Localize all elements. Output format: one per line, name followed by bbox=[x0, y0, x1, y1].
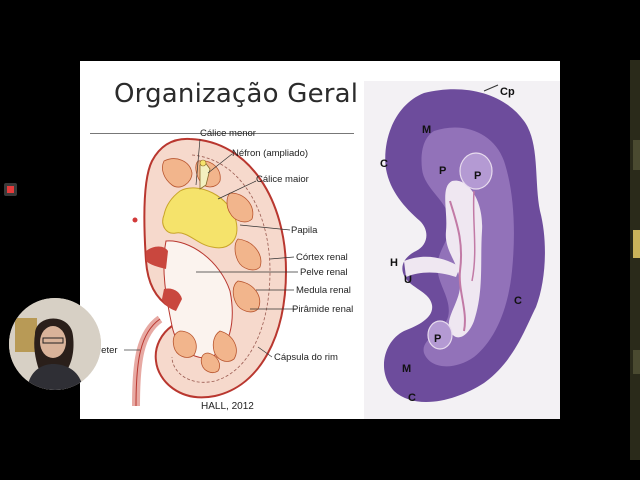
image-credit: HALL, 2012 bbox=[201, 401, 254, 412]
histo-label-u: U bbox=[404, 274, 412, 286]
label-pelve: Pelve renal bbox=[300, 267, 348, 278]
presenter-avatar bbox=[9, 298, 101, 390]
histology-image: Cp M C P P H U C P M C bbox=[364, 81, 560, 419]
label-calice-maior: Cálice maior bbox=[256, 174, 309, 185]
label-capsula: Cápsula do rim bbox=[274, 352, 338, 363]
label-piramide: Pirâmide renal bbox=[292, 304, 353, 315]
right-strip-mark-1[interactable] bbox=[633, 140, 640, 170]
webcam-presenter-video bbox=[9, 298, 101, 390]
kidney-diagram: Cálice menor Néfron (ampliado) Cálice ma… bbox=[80, 121, 364, 406]
label-nefron: Néfron (ampliado) bbox=[232, 148, 308, 159]
record-icon[interactable] bbox=[4, 183, 17, 196]
presenter-face bbox=[40, 326, 66, 358]
histo-label-c-bottom: C bbox=[408, 392, 416, 404]
histo-label-m-bottom: M bbox=[402, 363, 411, 375]
label-papila: Papila bbox=[291, 225, 318, 236]
webcam-shelf bbox=[15, 318, 37, 352]
red-dot bbox=[133, 218, 138, 223]
label-medula: Medula renal bbox=[296, 285, 351, 296]
label-cortex: Córtex renal bbox=[296, 252, 348, 263]
record-icon-inner bbox=[7, 186, 14, 193]
histo-label-c-right: C bbox=[514, 295, 522, 307]
presentation-slide: Organização Geral bbox=[80, 61, 560, 419]
histo-label-h: H bbox=[390, 257, 398, 269]
slide-title: Organização Geral bbox=[114, 79, 358, 109]
histo-label-m-top: M bbox=[422, 124, 431, 136]
histo-label-p-2: P bbox=[474, 170, 481, 182]
right-edge-toolbar bbox=[630, 60, 640, 460]
glomerulus bbox=[200, 160, 206, 166]
histo-label-c-left: C bbox=[380, 158, 388, 170]
label-calice-menor: Cálice menor bbox=[200, 128, 256, 139]
histo-label-p-bottom: P bbox=[434, 333, 441, 345]
histo-label-p-1: P bbox=[439, 165, 446, 177]
histo-label-cp: Cp bbox=[500, 86, 515, 98]
right-strip-bg bbox=[630, 60, 640, 460]
right-strip-mark-3[interactable] bbox=[633, 350, 640, 374]
right-strip-mark-2[interactable] bbox=[633, 230, 640, 258]
